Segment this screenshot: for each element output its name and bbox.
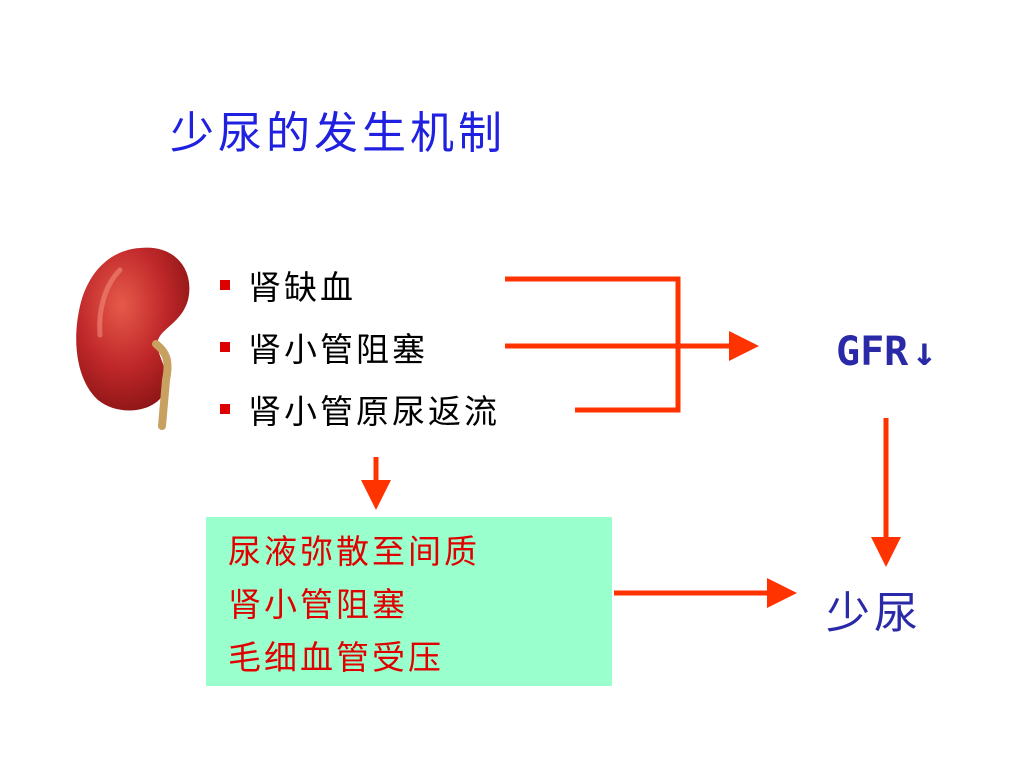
cause-label: 肾小管阻塞 — [248, 330, 428, 369]
kidney-icon — [76, 247, 190, 430]
square-bullet-icon — [220, 404, 230, 414]
square-bullet-icon — [220, 280, 230, 290]
box-line: 肾小管阻塞 — [228, 585, 408, 624]
kidney-highlight — [97, 267, 123, 338]
box-line: 毛细血管受压 — [228, 638, 444, 677]
gfr-text: GFR — [836, 329, 909, 375]
oliguria-label: 少尿 — [826, 588, 922, 639]
bracket-connector — [505, 276, 681, 413]
cause-item: 肾小管阻塞 — [220, 316, 500, 378]
page-title: 少尿的发生机制 — [170, 108, 506, 159]
mechanism-box: 尿液弥散至间质 肾小管阻塞 毛细血管受压 — [206, 517, 612, 686]
ureter — [152, 340, 172, 430]
cause-item: 肾缺血 — [220, 254, 500, 316]
gfr-label: GFR ↓ — [836, 324, 936, 380]
cause-item: 肾小管原尿返流 — [220, 378, 500, 440]
cause-label: 肾小管原尿返流 — [248, 392, 500, 431]
down-arrow-icon: ↓ — [912, 329, 937, 375]
cause-list: 肾缺血 肾小管阻塞 肾小管原尿返流 — [220, 254, 500, 440]
box-line: 尿液弥散至间质 — [228, 532, 480, 571]
kidney-body — [76, 247, 190, 411]
cause-label: 肾缺血 — [248, 268, 356, 307]
square-bullet-icon — [220, 342, 230, 352]
